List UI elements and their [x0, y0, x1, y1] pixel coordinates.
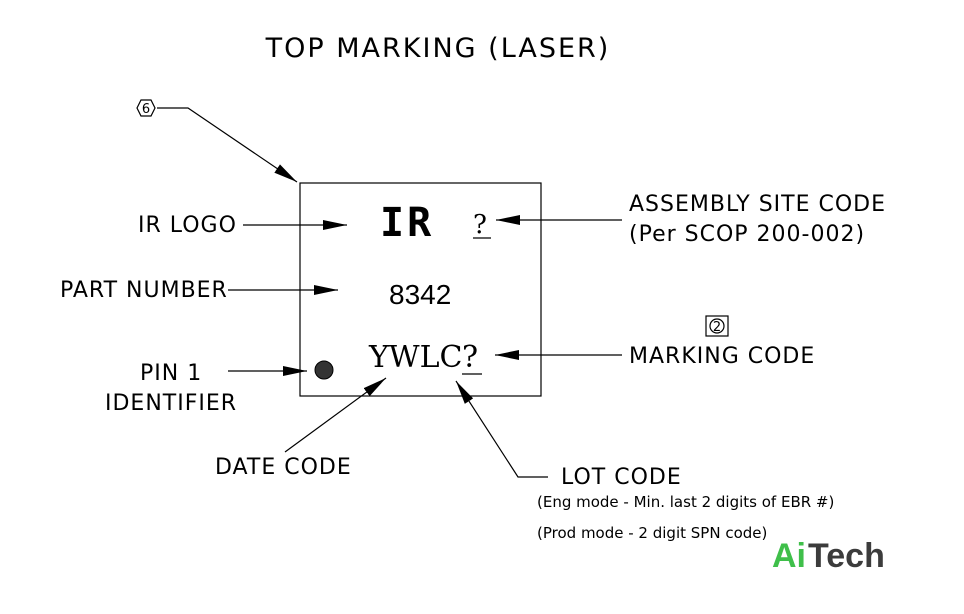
pin1-label-line1: PIN 1 — [140, 361, 202, 386]
ir-logo-mark: IR — [380, 200, 434, 246]
aitech-watermark-logo: Ai Tech — [772, 537, 885, 575]
date-code-leader — [284, 377, 387, 453]
note-2-callout: 2 — [705, 315, 729, 337]
lot-code-note-eng: (Eng mode - Min. last 2 digits of EBR #) — [537, 493, 834, 511]
ir-logo-label: IR LOGO — [138, 213, 237, 238]
date-code-label: DATE CODE — [215, 455, 352, 480]
marking-code-mark: YWLC — [368, 340, 463, 375]
watermark-ai-text: Ai — [772, 537, 806, 575]
pin1-identifier-dot — [314, 360, 334, 380]
note-2-number: 2 — [713, 320, 721, 335]
assembly-site-code-mark: ? — [473, 210, 487, 240]
part-number-label: PART NUMBER — [60, 278, 228, 303]
marking-code-suffix-mark: ? — [462, 340, 478, 375]
diagram-title: TOP MARKING (LASER) — [265, 33, 611, 64]
lot-code-label: LOT CODE — [561, 465, 682, 490]
assembly-site-label-line2: (Per SCOP 200-002) — [629, 222, 865, 247]
marking-code-label: MARKING CODE — [629, 344, 815, 369]
lot-code-leader — [455, 380, 548, 478]
lot-code-note-prod: (Prod mode - 2 digit SPN code) — [537, 524, 767, 542]
note-6-leader — [157, 107, 298, 183]
part-number-mark: 8342 — [389, 279, 451, 310]
square-icon — [705, 315, 729, 337]
watermark-tech-text: Tech — [808, 537, 885, 575]
hexagon-icon — [136, 99, 156, 117]
pin1-label-line2: IDENTIFIER — [105, 391, 237, 416]
note-6-callout: 6 — [136, 99, 298, 183]
note-6-number: 6 — [142, 102, 150, 117]
assembly-site-label-line1: ASSEMBLY SITE CODE — [629, 192, 886, 217]
